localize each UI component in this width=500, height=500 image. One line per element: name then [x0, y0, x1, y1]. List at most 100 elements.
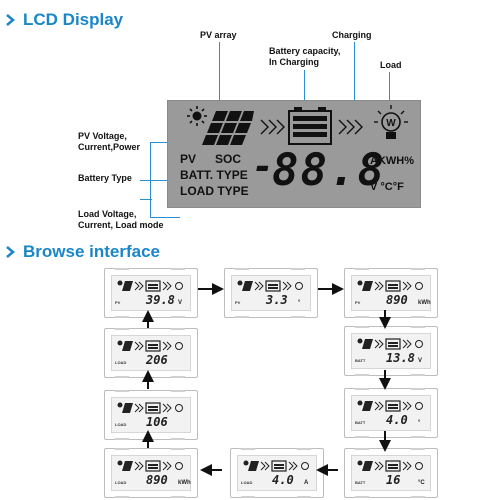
card-tab: [355, 496, 369, 498]
card-tab: [115, 390, 129, 392]
callout-battery-capacity: Battery capacity, In Charging: [269, 46, 340, 68]
charging-chevrons-icon: [338, 119, 363, 135]
card-label: PV: [115, 300, 121, 305]
callout-pv-array: PV array: [200, 30, 237, 40]
card-tab: [171, 328, 185, 330]
card-label: BATT: [355, 480, 366, 485]
card-tab: [171, 496, 185, 498]
card-value: 4.0: [386, 413, 408, 427]
card-icon-row: [357, 280, 423, 292]
card-tab: [171, 448, 185, 450]
browse-interface-title-text: Browse interface: [23, 242, 160, 261]
card-tab: [115, 328, 129, 330]
callout-battery-capacity-line2: In Charging: [269, 57, 319, 67]
card-tab: [411, 326, 425, 328]
card-label: LOAD: [115, 480, 127, 485]
lcd-digits: 88.8: [272, 145, 386, 196]
card-tab: [115, 438, 129, 440]
load-w-label: W: [386, 118, 396, 129]
card-icon-row: [117, 460, 183, 472]
card-icon-row: [357, 400, 423, 412]
card-unit: °C: [418, 480, 425, 486]
leader-line-battery: [304, 70, 305, 118]
lcd-display-title: LCD Display: [6, 10, 123, 30]
card-label: BATT: [355, 420, 366, 425]
card-screen: BATT 13.8 V: [351, 333, 431, 369]
lcd-card-batt-voltage: BATT 13.8 V: [344, 326, 438, 376]
card-value: 13.8: [386, 351, 415, 365]
card-tab: [411, 496, 425, 498]
lcd-card-pv-temp: PV 3.3 °: [224, 268, 318, 318]
battery-icon: [288, 107, 332, 145]
card-value: 890: [386, 293, 408, 307]
card-tab: [411, 268, 425, 270]
card-tab: [171, 438, 185, 440]
card-icon-row: [117, 402, 183, 414]
callout-load: Load: [380, 60, 402, 70]
solar-panel-icon: [202, 111, 254, 145]
chevron-right-icon: [6, 246, 15, 258]
card-screen: LOAD 4.0 A: [237, 455, 317, 491]
card-tab: [355, 448, 369, 450]
card-tab: [355, 388, 369, 390]
lcd-panel: W PV SOC BATT. TYPE LOAD TYPE - 88.8 AKW…: [167, 100, 421, 208]
card-tab: [115, 376, 129, 378]
card-label: BATT: [355, 358, 366, 363]
card-tab: [171, 376, 185, 378]
card-value: 39.8: [146, 293, 175, 307]
card-tab: [411, 374, 425, 376]
card-unit: °: [298, 300, 301, 306]
card-screen: LOAD 890 kWh: [111, 455, 191, 491]
card-value: 106: [146, 415, 168, 429]
card-tab: [411, 448, 425, 450]
card-icon-row: [237, 280, 303, 292]
light-bulb-icon: W: [374, 105, 408, 139]
callout-battery-type: Battery Type: [78, 173, 132, 183]
card-tab: [115, 268, 129, 270]
lcd-load-type-label: LOAD TYPE: [180, 184, 249, 198]
card-screen: BATT 16 °C: [351, 455, 431, 491]
card-tab: [115, 448, 129, 450]
browse-interface-title: Browse interface: [6, 242, 160, 262]
card-tab: [115, 496, 129, 498]
leader-line-pv-voltage: [150, 142, 180, 143]
card-tab: [411, 436, 425, 438]
chevron-right-icon: [6, 14, 15, 26]
card-tab: [115, 316, 129, 318]
callout-load-voltage-line1: Load Voltage,: [78, 209, 137, 219]
card-tab: [171, 390, 185, 392]
lcd-pv-label: PV: [180, 152, 197, 166]
card-unit: kWh: [418, 300, 431, 306]
card-tab: [241, 496, 255, 498]
lcd-minus-sign: -: [252, 147, 276, 188]
card-screen: BATT 4.0 °: [351, 395, 431, 431]
card-icon-row: [117, 340, 183, 352]
callout-load-voltage: Load Voltage, Current, Load mode: [78, 209, 164, 231]
card-tab: [241, 448, 255, 450]
card-tab: [355, 436, 369, 438]
lcd-soc-label: SOC: [215, 152, 242, 166]
leader-line-load: [389, 72, 390, 112]
card-label: LOAD: [115, 422, 127, 427]
card-label: LOAD: [115, 360, 127, 365]
card-tab: [355, 268, 369, 270]
card-tab: [297, 496, 311, 498]
card-tab: [411, 316, 425, 318]
lcd-card-pv-voltage: PV 39.8 V: [104, 268, 198, 318]
card-screen: PV 39.8 V: [111, 275, 191, 311]
card-screen: LOAD 106: [111, 397, 191, 433]
leader-line-batt-type: [140, 180, 176, 181]
lcd-card-soc: PV 890 kWh: [344, 268, 438, 318]
card-label: LOAD: [241, 480, 253, 485]
card-tab: [297, 448, 311, 450]
flow-chevrons-icon: [260, 119, 285, 135]
leader-line-pv-array: [219, 42, 220, 120]
card-tab: [355, 326, 369, 328]
card-screen: PV 890 kWh: [351, 275, 431, 311]
card-unit: V: [418, 358, 423, 364]
callout-pv-voltage-line2: Current,Power: [78, 142, 141, 152]
callout-load-voltage-line2: Current, Load mode: [78, 220, 164, 230]
card-tab: [235, 316, 249, 318]
lcd-display-title-text: LCD Display: [23, 10, 124, 29]
